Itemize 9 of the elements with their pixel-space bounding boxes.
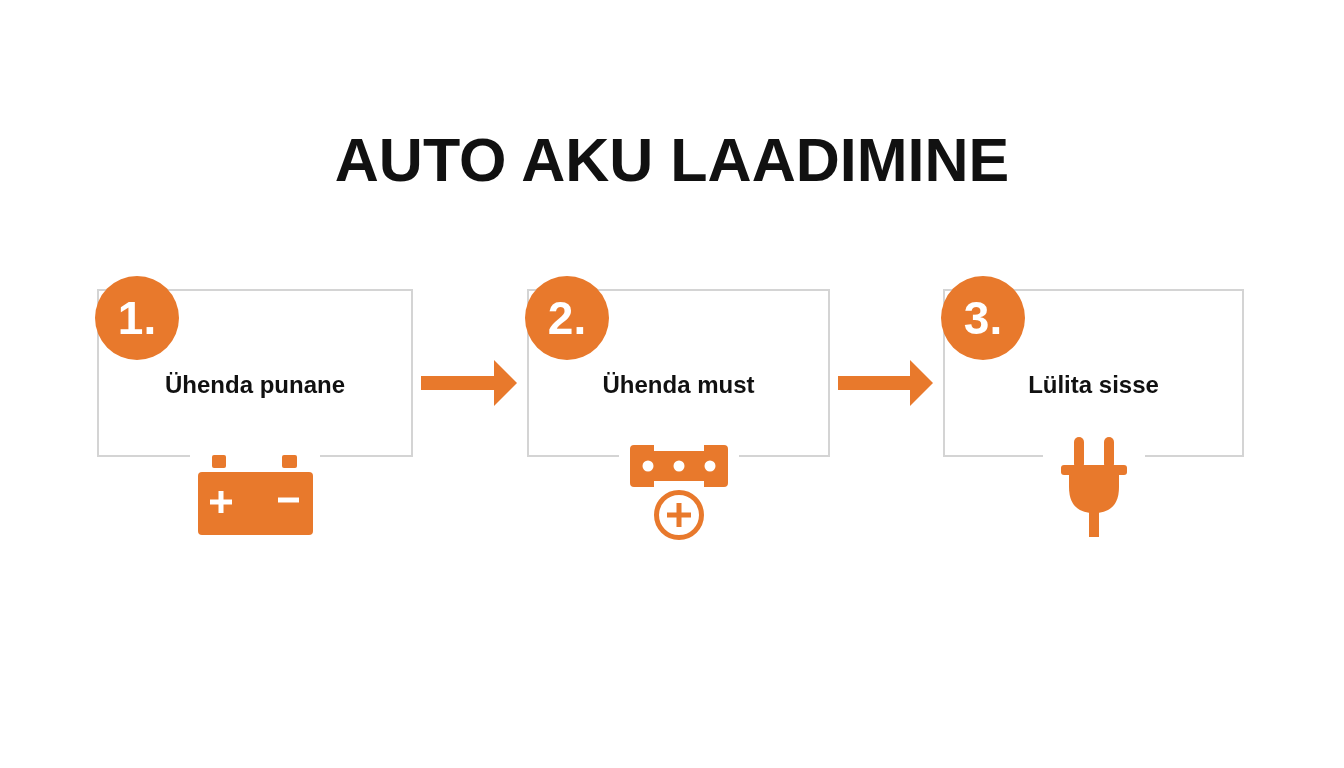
step-text: Ühenda must (602, 370, 755, 400)
step-number-badge: 1. (95, 276, 179, 360)
title: AUTO AKU LAADIMINE (334, 125, 1010, 195)
step-number-badge: 3. (941, 276, 1025, 360)
step-text: Ühenda punane (165, 370, 345, 400)
arrow (421, 360, 517, 406)
step-text: Lülita sisse (1028, 370, 1159, 400)
step-number-badge: 2. (525, 276, 609, 360)
arrow (838, 360, 933, 406)
